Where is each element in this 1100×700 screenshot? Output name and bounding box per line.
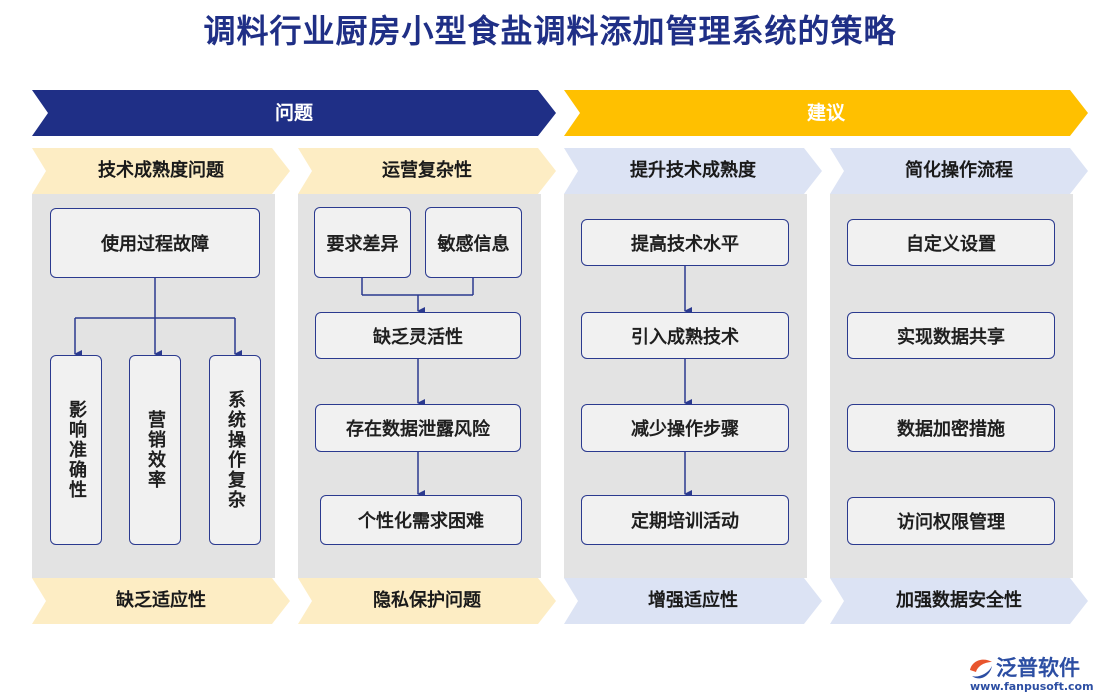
box-data-sharing: 实现数据共享: [847, 312, 1055, 359]
box-custom-settings: 自定义设置: [847, 219, 1055, 266]
column-footer-1-label: 缺乏适应性: [116, 590, 206, 611]
column-footer-2: 隐私保护问题: [298, 578, 556, 624]
column-footer-3-label: 增强适应性: [648, 590, 738, 611]
problem-banner: 问题: [32, 90, 556, 136]
box-mature-tech: 引入成熟技术: [581, 312, 789, 359]
suggestion-banner-label: 建议: [806, 102, 845, 124]
page-title: 调料行业厨房小型食盐调料添加管理系统的策略: [203, 12, 897, 50]
box-accuracy: 影响准确性: [50, 355, 102, 545]
column-header-4-label: 简化操作流程: [905, 160, 1013, 181]
box-personalization-difficulty: 个性化需求困难: [320, 495, 522, 545]
column-footer-4: 加强数据安全性: [830, 578, 1088, 624]
column-header-2-label: 运营复杂性: [382, 160, 472, 181]
column-footer-2-label: 隐私保护问题: [373, 590, 481, 611]
box-lack-flexibility: 缺乏灵活性: [315, 312, 521, 359]
column-footer-4-label: 加强数据安全性: [896, 590, 1022, 611]
logo-name: 泛普软件: [996, 656, 1080, 680]
column-header-1: 技术成熟度问题: [32, 148, 290, 194]
problem-banner-label: 问题: [274, 102, 313, 124]
box-marketing-efficiency: 营销效率: [129, 355, 181, 545]
box-data-leak-risk: 存在数据泄露风险: [315, 404, 521, 452]
column-header-3-label: 提升技术成熟度: [630, 160, 756, 181]
logo-mark-icon: [970, 659, 992, 679]
logo-url: www.fanpusoft.com: [970, 680, 1094, 693]
suggestion-banner: 建议: [564, 90, 1088, 136]
box-data-encryption: 数据加密措施: [847, 404, 1055, 452]
box-sensitive-info: 敏感信息: [425, 207, 522, 278]
column-header-2: 运营复杂性: [298, 148, 556, 194]
box-reduce-steps: 减少操作步骤: [581, 404, 789, 452]
box-access-control: 访问权限管理: [847, 497, 1055, 545]
column-footer-1: 缺乏适应性: [32, 578, 290, 624]
column-footer-3: 增强适应性: [564, 578, 822, 624]
box-complex-operation: 系统操作复杂: [209, 355, 261, 545]
box-requirement-diff: 要求差异: [314, 207, 411, 278]
box-usage-failure: 使用过程故障: [50, 208, 260, 278]
box-regular-training: 定期培训活动: [581, 495, 789, 545]
column-header-1-label: 技术成熟度问题: [98, 160, 224, 181]
column-header-4: 简化操作流程: [830, 148, 1088, 194]
box-improve-tech: 提高技术水平: [581, 219, 789, 266]
column-header-3: 提升技术成熟度: [564, 148, 822, 194]
brand-logo: 泛普软件 www.fanpusoft.com: [966, 650, 1096, 696]
